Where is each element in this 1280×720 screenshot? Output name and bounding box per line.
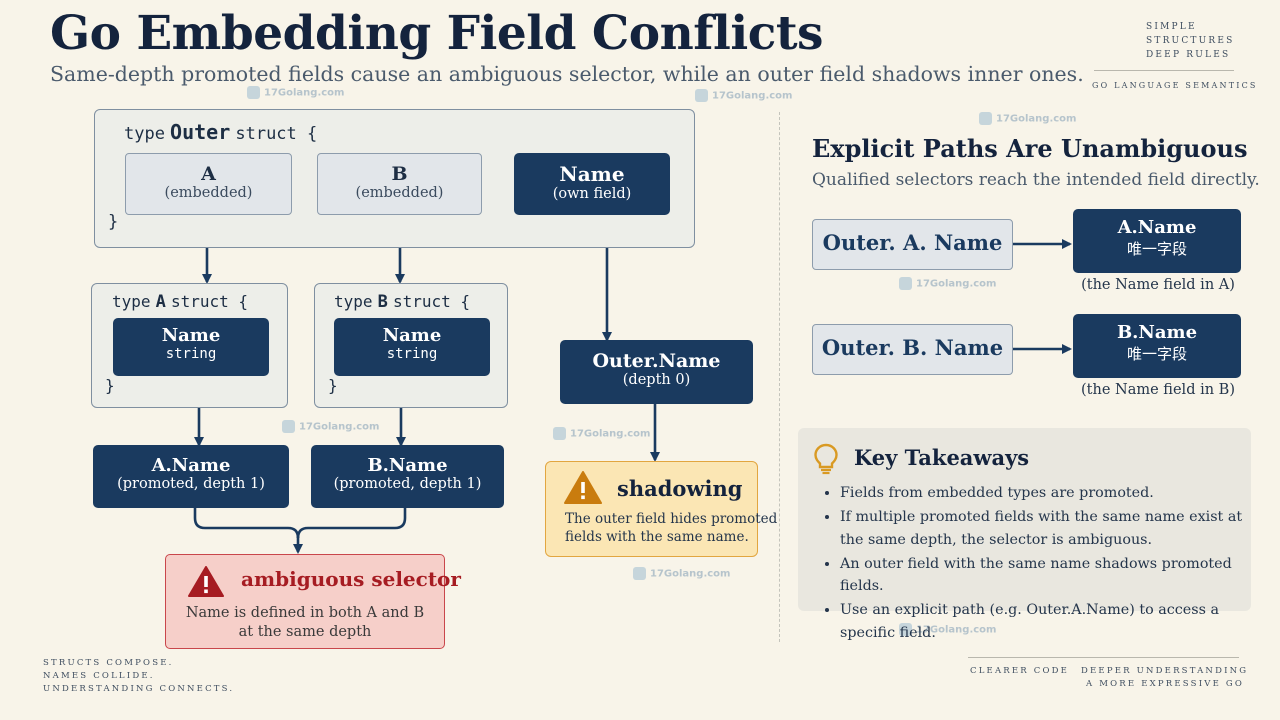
target-a-name: A.Name 唯一字段 xyxy=(1073,209,1241,273)
tagline-small: GO LANGUAGE SEMANTICS xyxy=(1092,81,1258,90)
struct-keyword: struct { xyxy=(170,292,249,311)
caption-a: (the Name field in A) xyxy=(1081,277,1235,293)
outer-name-desc: (depth 0) xyxy=(622,372,691,388)
explicit-subtitle: Qualified selectors reach the intended f… xyxy=(812,170,1260,190)
struct-b-name: B xyxy=(377,292,388,312)
field-desc: (embedded) xyxy=(355,185,444,201)
outer-name-depth0: Outer.Name (depth 0) xyxy=(560,340,753,404)
takeaways-title: Key Takeaways xyxy=(854,445,1030,470)
watermark: 17Golang.com xyxy=(979,112,1076,125)
lightbulb-icon xyxy=(814,443,838,475)
selector-outer-b-name: Outer. B. Name xyxy=(812,324,1013,375)
ambiguous-selector-box: ambiguous selector Name is defined in bo… xyxy=(165,554,461,649)
struct-a-name-field: Name string xyxy=(113,318,269,376)
promoted-a-name: A.Name (promoted, depth 1) xyxy=(93,445,289,508)
merge-line-a xyxy=(193,507,300,539)
target-label: B.Name xyxy=(1116,322,1198,343)
tagline-line-1: SIMPLE xyxy=(1146,22,1197,32)
struct-b-name-field: Name string xyxy=(334,318,490,376)
target-label: A.Name xyxy=(1117,217,1197,238)
page-subtitle: Same-depth promoted fields cause an ambi… xyxy=(50,62,1084,86)
takeaway-item: An outer field with the same name shadow… xyxy=(840,553,1270,598)
watermark: 17Golang.com xyxy=(247,86,344,99)
footer-right-line-2: A MORE EXPRESSIVE GO xyxy=(1086,679,1245,689)
outer-struct-name: Outer xyxy=(170,120,231,144)
shadowing-box: shadowing The outer field hides promoted… xyxy=(545,461,777,557)
struct-keyword: struct { xyxy=(392,292,471,311)
watermark: 17Golang.com xyxy=(553,427,650,440)
field-desc: (own field) xyxy=(552,186,632,202)
explicit-title: Explicit Paths Are Unambiguous xyxy=(812,134,1248,163)
embedded-a-field: A (embedded) xyxy=(125,153,292,215)
promoted-b-name: B.Name (promoted, depth 1) xyxy=(311,445,504,508)
ambiguous-line-2: at the same depth xyxy=(238,624,372,640)
struct-b-header: type B struct { xyxy=(334,292,470,312)
struct-b-close: } xyxy=(328,376,338,395)
type-keyword: type xyxy=(112,292,151,311)
field-desc: (embedded) xyxy=(164,185,253,201)
footer-right-col1: CLEARER CODE xyxy=(970,666,1070,676)
takeaway-item: Fields from embedded types are promoted. xyxy=(840,482,1270,505)
struct-a-name: A xyxy=(155,292,166,312)
field-name: A xyxy=(201,163,216,185)
takeaway-item: If multiple promoted fields with the sam… xyxy=(840,506,1270,551)
outer-struct-close: } xyxy=(108,212,119,232)
watermark: 17Golang.com xyxy=(899,623,996,636)
struct-a-header: type A struct { xyxy=(112,292,248,312)
footer-left-line-1: STRUCTS COMPOSE. xyxy=(43,658,174,668)
promoted-label: B.Name xyxy=(367,455,448,476)
struct-a-close: } xyxy=(105,376,115,395)
footer-right-divider xyxy=(968,657,1239,658)
page-title: Go Embedding Field Conflicts xyxy=(50,6,824,61)
watermark: 17Golang.com xyxy=(633,567,730,580)
watermark: 17Golang.com xyxy=(899,277,996,290)
tagline-line-2: STRUCTURES xyxy=(1146,36,1235,46)
footer-left-line-2: NAMES COLLIDE. xyxy=(43,671,155,681)
outer-name-label: Outer.Name xyxy=(592,350,721,372)
outer-struct-header: type Outer struct { xyxy=(124,120,317,144)
footer-right-line-1: DEEPER UNDERSTANDING xyxy=(1081,666,1249,676)
caption-b: (the Name field in B) xyxy=(1081,382,1235,398)
promoted-desc: (promoted, depth 1) xyxy=(117,476,265,492)
embedded-b-field: B (embedded) xyxy=(317,153,482,215)
ambiguous-title: ambiguous selector xyxy=(241,567,461,591)
watermark: 17Golang.com xyxy=(282,420,379,433)
target-sub: 唯一字段 xyxy=(1126,240,1187,258)
watermark: 17Golang.com xyxy=(695,89,792,102)
shadowing-title: shadowing xyxy=(617,476,743,501)
tagline-divider xyxy=(1094,70,1234,71)
target-b-name: B.Name 唯一字段 xyxy=(1073,314,1241,378)
error-warning-icon xyxy=(188,566,224,597)
merge-line-b xyxy=(296,507,407,539)
field-type: string xyxy=(165,346,217,362)
shadowing-line-2: fields with the same name. xyxy=(565,529,749,545)
type-keyword: type xyxy=(124,124,165,144)
section-divider xyxy=(779,112,780,642)
promoted-desc: (promoted, depth 1) xyxy=(333,476,482,492)
takeaways-list: Fields from embedded types are promoted.… xyxy=(820,482,1270,646)
field-name: Name xyxy=(161,325,221,346)
target-sub: 唯一字段 xyxy=(1126,345,1187,363)
field-name: Name xyxy=(559,162,625,186)
field-type: string xyxy=(386,346,438,362)
tagline-line-3: DEEP RULES xyxy=(1146,50,1231,60)
promoted-label: A.Name xyxy=(151,455,231,476)
ambiguous-line-1: Name is defined in both A and B xyxy=(185,605,425,621)
field-name: Name xyxy=(382,325,442,346)
field-name: B xyxy=(391,163,408,185)
own-name-field: Name (own field) xyxy=(514,153,670,215)
takeaways-panel xyxy=(798,428,1251,611)
struct-keyword: struct { xyxy=(235,124,318,144)
type-keyword: type xyxy=(334,292,373,311)
footer-left-line-3: UNDERSTANDING CONNECTS. xyxy=(43,684,235,694)
takeaway-item: Use an explicit path (e.g. Outer.A.Name)… xyxy=(840,599,1270,644)
selector-outer-a-name: Outer. A. Name xyxy=(812,219,1013,270)
warning-icon xyxy=(564,471,602,504)
shadowing-line-1: The outer field hides promoted xyxy=(565,511,778,527)
